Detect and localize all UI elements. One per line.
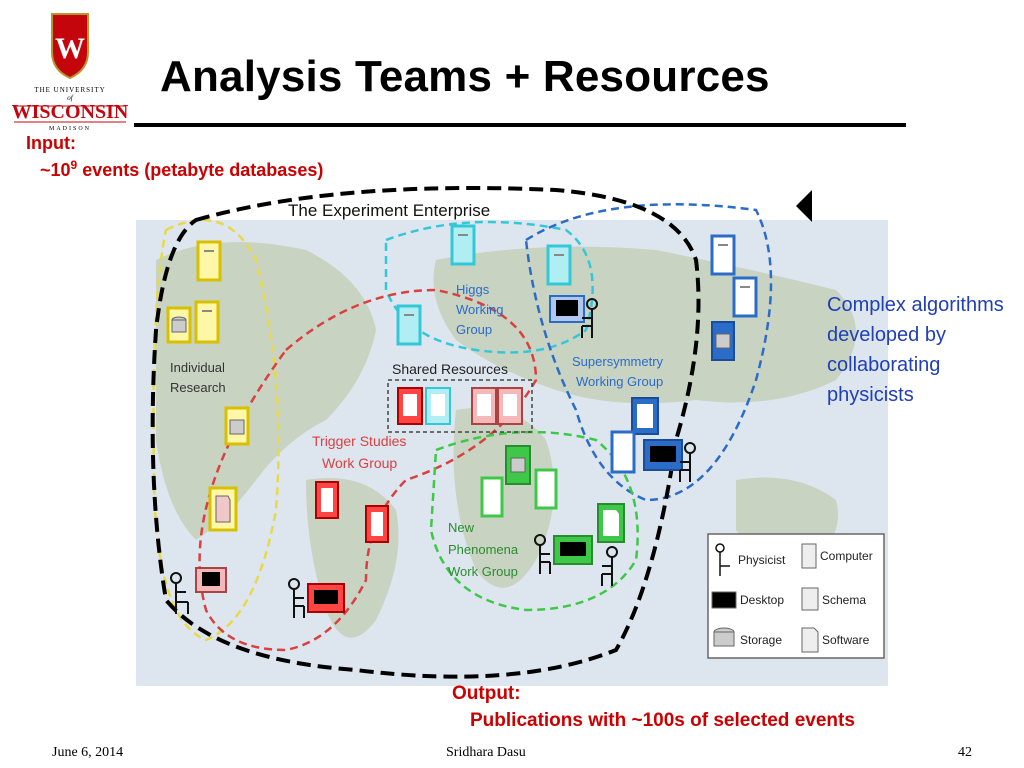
shared-resources-box bbox=[387, 379, 533, 433]
legend-label: Desktop bbox=[740, 593, 784, 607]
storage-icon bbox=[711, 321, 735, 361]
side-note: Complex algorithms developed by collabor… bbox=[827, 294, 1004, 406]
shared-resources-label: Shared Resources bbox=[392, 361, 508, 377]
computer-icon bbox=[546, 244, 572, 286]
computer-icon bbox=[710, 234, 736, 276]
output-description: Publications with ~100s of selected even… bbox=[470, 710, 855, 731]
desktop-icon bbox=[553, 535, 593, 565]
svg-text:Working: Working bbox=[456, 302, 503, 317]
higgs-boundary bbox=[384, 220, 594, 354]
enterprise-label: The Experiment Enterprise bbox=[288, 201, 490, 220]
software-icon bbox=[397, 387, 423, 425]
page-number: 42 bbox=[958, 745, 972, 760]
software-icon bbox=[597, 503, 625, 543]
svg-text:Working Group: Working Group bbox=[576, 374, 663, 389]
schema-icon bbox=[631, 397, 659, 435]
computer-icon bbox=[480, 476, 504, 518]
group-label-individual: Individual Research bbox=[170, 360, 226, 395]
individual-research-boundary bbox=[152, 218, 280, 642]
university-logo: W THE UNIVERSITY of WISCONSIN MADISON bbox=[12, 13, 129, 132]
physicist-icon bbox=[170, 572, 189, 614]
legend-schema-icon bbox=[801, 587, 819, 611]
computer-icon bbox=[396, 304, 422, 346]
legend-label: Software bbox=[822, 633, 870, 647]
footer-date: June 6, 2014 bbox=[52, 745, 124, 760]
svg-text:WISCONSIN: WISCONSIN bbox=[12, 101, 129, 123]
schema-icon bbox=[471, 387, 497, 425]
legend-label: Physicist bbox=[738, 553, 786, 567]
legend-software-icon bbox=[801, 627, 819, 653]
susy-boundary bbox=[524, 203, 773, 502]
legend-computer-icon bbox=[801, 543, 817, 569]
svg-text:New: New bbox=[448, 520, 475, 535]
input-label: Input: bbox=[26, 133, 76, 153]
group-label-higgs: Higgs Working Group bbox=[456, 282, 503, 337]
svg-text:of: of bbox=[67, 94, 74, 102]
new-phenomena-boundary bbox=[429, 430, 639, 612]
desktop-icon bbox=[195, 567, 227, 593]
computer-icon bbox=[534, 468, 558, 510]
output-label: Output: bbox=[452, 683, 521, 704]
software-icon bbox=[208, 486, 238, 532]
desktop-icon bbox=[643, 439, 683, 471]
physicist-icon bbox=[601, 546, 618, 586]
physicist-icon bbox=[288, 578, 305, 618]
enterprise-boundary bbox=[150, 186, 701, 679]
left-arrow-icon[interactable] bbox=[796, 190, 812, 222]
storage-icon bbox=[166, 306, 192, 344]
svg-text:Work Group: Work Group bbox=[322, 455, 397, 471]
physicist-icon bbox=[581, 298, 598, 338]
svg-text:Individual: Individual bbox=[170, 360, 225, 375]
software-icon bbox=[365, 505, 389, 543]
legend-label: Schema bbox=[822, 593, 866, 607]
computer-icon bbox=[194, 300, 220, 344]
group-label-susy: Supersymmetry Working Group bbox=[572, 354, 664, 389]
page-title: Analysis Teams + Resources bbox=[160, 52, 770, 101]
software-icon bbox=[425, 387, 451, 425]
svg-text:Supersymmetry: Supersymmetry bbox=[572, 354, 664, 369]
legend-physicist-icon bbox=[715, 543, 730, 576]
desktop-icon bbox=[307, 583, 345, 613]
computer-icon bbox=[450, 224, 476, 266]
title-divider bbox=[134, 123, 906, 127]
desktop-icon bbox=[549, 295, 585, 323]
svg-text:Higgs: Higgs bbox=[456, 282, 490, 297]
schema-icon bbox=[315, 481, 339, 519]
legend-desktop-icon bbox=[711, 591, 737, 609]
storage-icon bbox=[224, 406, 250, 446]
svg-text:W: W bbox=[55, 32, 85, 65]
svg-text:Trigger Studies: Trigger Studies bbox=[312, 433, 406, 449]
group-label-trigger: Trigger Studies Work Group bbox=[312, 433, 406, 471]
analysis-teams-diagram: The Experiment Enterprise Individual Res… bbox=[136, 186, 888, 686]
schema-icon bbox=[497, 387, 523, 425]
legend-label: Storage bbox=[740, 633, 782, 647]
svg-text:Work Group: Work Group bbox=[448, 564, 518, 579]
svg-text:Research: Research bbox=[170, 380, 226, 395]
computer-icon bbox=[610, 430, 636, 474]
legend: Physicist Computer Desktop Schema Storag… bbox=[707, 533, 885, 659]
trigger-boundary bbox=[198, 288, 538, 652]
storage-icon bbox=[505, 445, 531, 485]
computer-icon bbox=[732, 276, 758, 318]
physicist-icon bbox=[534, 534, 551, 574]
computer-icon bbox=[196, 240, 222, 282]
svg-text:Phenomena: Phenomena bbox=[448, 542, 519, 557]
input-description: ~109 events (petabyte databases) bbox=[40, 158, 324, 180]
crest-icon: W bbox=[51, 13, 89, 80]
legend-storage-icon bbox=[713, 627, 735, 647]
group-label-new-phenomena: New Phenomena Work Group bbox=[448, 520, 519, 579]
physicist-icon bbox=[679, 442, 696, 482]
legend-label: Computer bbox=[820, 549, 873, 563]
svg-text:Group: Group bbox=[456, 322, 492, 337]
svg-text:MADISON: MADISON bbox=[49, 126, 91, 132]
svg-text:THE UNIVERSITY: THE UNIVERSITY bbox=[34, 86, 105, 94]
footer-author: Sridhara Dasu bbox=[446, 745, 526, 760]
